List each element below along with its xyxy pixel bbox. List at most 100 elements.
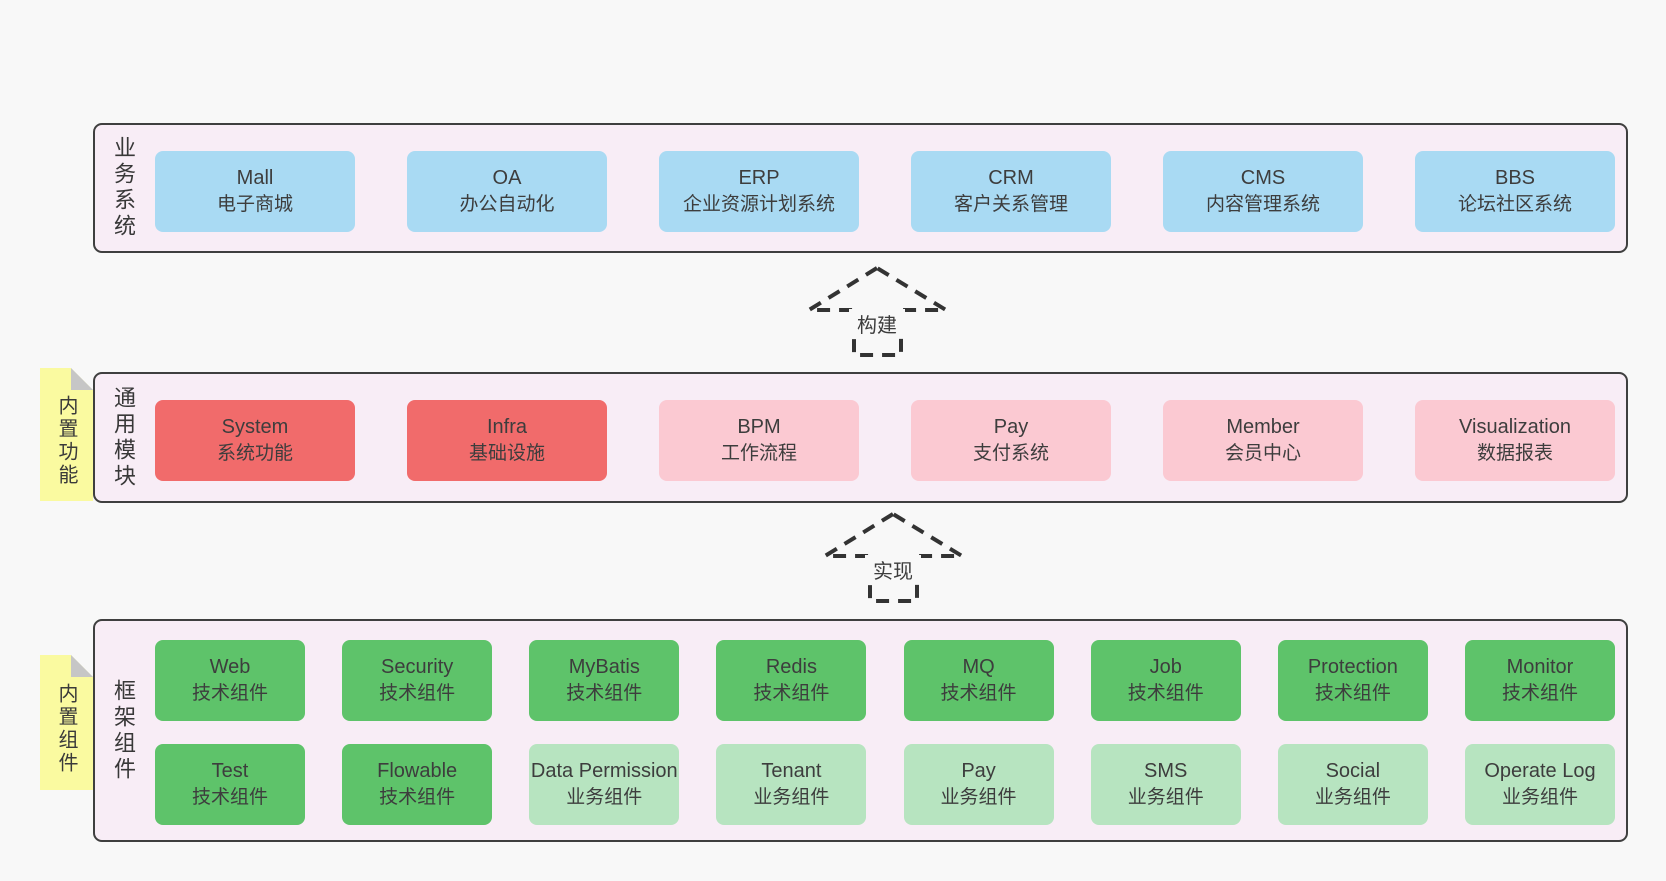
box-job: Job 技术组件 xyxy=(1090,640,1241,721)
box-infra: Infra 基础设施 xyxy=(407,400,607,481)
box-crm: CRM 客户关系管理 xyxy=(911,151,1111,232)
box-title: Monitor xyxy=(1506,656,1574,678)
box-title: Pay xyxy=(993,416,1029,438)
box-mybatis: MyBatis 技术组件 xyxy=(529,640,680,721)
box-row: Mall 电子商城 OA 办公自动化 ERP 企业资源计划系统 CRM 客户关系… xyxy=(155,151,1615,232)
box-row: Test 技术组件 Flowable 技术组件 Data Permission … xyxy=(155,744,1615,825)
box-web: Web 技术组件 xyxy=(155,640,305,721)
layer-common-modules: 通用模块 System 系统功能 Infra 基础设施 BPM 工作流程 Pay… xyxy=(93,372,1628,503)
box-subtitle: 业务组件 xyxy=(753,787,830,808)
box-monitor: Monitor 技术组件 xyxy=(1464,640,1615,721)
box-subtitle: 技术组件 xyxy=(379,787,456,808)
box-subtitle: 技术组件 xyxy=(379,683,456,704)
box-social: Social 业务组件 xyxy=(1277,744,1428,825)
box-title: CMS xyxy=(1240,167,1286,189)
box-title: MQ xyxy=(962,656,995,678)
note-fold-corner xyxy=(71,368,93,390)
box-subtitle: 技术组件 xyxy=(753,683,830,704)
box-visualization: Visualization 数据报表 xyxy=(1415,400,1615,481)
box-redis: Redis 技术组件 xyxy=(716,640,867,721)
box-subtitle: 论坛社区系统 xyxy=(1457,194,1572,215)
box-title: Pay xyxy=(961,760,996,782)
layer-side-label: 业务系统 xyxy=(111,136,136,240)
box-system: System 系统功能 xyxy=(155,400,355,481)
box-subtitle: 技术组件 xyxy=(940,683,1017,704)
box-subtitle: 基础设施 xyxy=(468,443,545,464)
box-protection: Protection 技术组件 xyxy=(1277,640,1428,721)
box-title: Security xyxy=(381,656,454,678)
box-subtitle: 数据报表 xyxy=(1476,443,1553,464)
box-title: Member xyxy=(1226,416,1300,438)
box-title: MyBatis xyxy=(568,656,640,678)
box-title: Operate Log xyxy=(1484,760,1596,782)
box-subtitle: 技术组件 xyxy=(191,683,268,704)
box-subtitle: 客户关系管理 xyxy=(953,194,1068,215)
box-pay-component: Pay 业务组件 xyxy=(903,744,1054,825)
box-pay-module: Pay 支付系统 xyxy=(911,400,1111,481)
box-bpm: BPM 工作流程 xyxy=(659,400,859,481)
box-erp: ERP 企业资源计划系统 xyxy=(659,151,859,232)
box-title: Flowable xyxy=(377,760,458,782)
box-subtitle: 业务组件 xyxy=(1127,787,1204,808)
box-mq: MQ 技术组件 xyxy=(903,640,1054,721)
box-title: Job xyxy=(1149,656,1182,678)
box-subtitle: 业务组件 xyxy=(1501,787,1578,808)
box-title: Infra xyxy=(486,416,528,438)
box-title: Visualization xyxy=(1459,416,1571,438)
box-subtitle: 系统功能 xyxy=(216,443,293,464)
box-title: BPM xyxy=(737,416,781,438)
box-title: BBS xyxy=(1494,167,1536,189)
box-subtitle: 业务组件 xyxy=(1314,787,1391,808)
box-title: Web xyxy=(209,656,251,678)
box-security: Security 技术组件 xyxy=(342,640,493,721)
box-cms: CMS 内容管理系统 xyxy=(1163,151,1363,232)
box-title: Test xyxy=(211,760,249,782)
box-subtitle: 内容管理系统 xyxy=(1205,194,1320,215)
sticky-note-builtin-components: 内置组件 xyxy=(40,655,93,790)
box-title: System xyxy=(221,416,289,438)
box-title: Data Permission xyxy=(530,760,678,782)
box-title: ERP xyxy=(738,167,780,189)
box-title: Mall xyxy=(236,167,274,189)
box-tenant: Tenant 业务组件 xyxy=(716,744,867,825)
box-subtitle: 技术组件 xyxy=(191,787,268,808)
box-title: CRM xyxy=(988,167,1034,189)
box-title: Redis xyxy=(765,656,817,678)
box-row: Web 技术组件 Security 技术组件 MyBatis 技术组件 Redi… xyxy=(155,640,1615,721)
layer-business-systems: 业务系统 Mall 电子商城 OA 办公自动化 ERP 企业资源计划系统 CRM… xyxy=(93,123,1628,253)
box-row: System 系统功能 Infra 基础设施 BPM 工作流程 Pay 支付系统… xyxy=(155,400,1615,481)
box-subtitle: 企业资源计划系统 xyxy=(682,194,835,215)
box-title: OA xyxy=(492,167,522,189)
sticky-note-label: 内置组件 xyxy=(55,682,77,775)
box-data-permission: Data Permission 业务组件 xyxy=(529,744,680,825)
box-subtitle: 会员中心 xyxy=(1224,443,1301,464)
box-title: Tenant xyxy=(761,760,822,782)
box-subtitle: 工作流程 xyxy=(720,443,797,464)
layer-framework-components: 框架组件 Web 技术组件 Security 技术组件 MyBatis 技术组件… xyxy=(93,619,1628,842)
arrow-label-build: 构建 xyxy=(849,309,905,337)
box-test: Test 技术组件 xyxy=(155,744,305,825)
note-fold-corner xyxy=(71,655,93,677)
box-subtitle: 办公自动化 xyxy=(459,194,555,215)
box-subtitle: 技术组件 xyxy=(1127,683,1204,704)
arrow-label-implement: 实现 xyxy=(865,555,921,583)
box-title: SMS xyxy=(1144,760,1188,782)
box-subtitle: 电子商城 xyxy=(216,194,293,215)
sticky-note-builtin-features: 内置功能 xyxy=(40,368,93,501)
box-mall: Mall 电子商城 xyxy=(155,151,355,232)
box-oa: OA 办公自动化 xyxy=(407,151,607,232)
box-member: Member 会员中心 xyxy=(1163,400,1363,481)
box-operate-log: Operate Log 业务组件 xyxy=(1464,744,1615,825)
box-subtitle: 技术组件 xyxy=(1314,683,1391,704)
box-subtitle: 业务组件 xyxy=(940,787,1017,808)
box-sms: SMS 业务组件 xyxy=(1090,744,1241,825)
sticky-note-label: 内置功能 xyxy=(55,394,77,487)
layer-side-label: 通用模块 xyxy=(111,385,136,490)
box-subtitle: 支付系统 xyxy=(972,443,1049,464)
box-bbs: BBS 论坛社区系统 xyxy=(1415,151,1615,232)
box-subtitle: 技术组件 xyxy=(566,683,643,704)
box-subtitle: 技术组件 xyxy=(1501,683,1578,704)
box-title: Protection xyxy=(1307,656,1398,678)
box-title: Social xyxy=(1325,760,1381,782)
box-subtitle: 业务组件 xyxy=(566,787,643,808)
